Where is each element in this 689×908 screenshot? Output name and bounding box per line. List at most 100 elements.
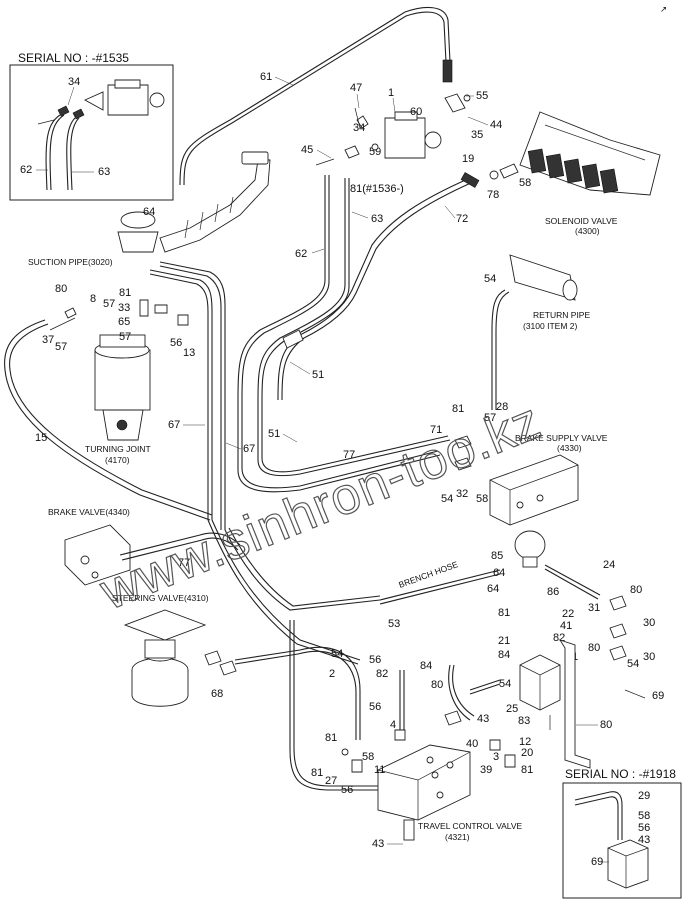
callout-54-brake: 54	[441, 493, 453, 505]
callout-57-brake: 57	[484, 412, 496, 424]
callout-59: 59	[369, 146, 381, 158]
corner-mark: ↗	[660, 4, 667, 14]
callout-57-tj3: 57	[119, 331, 131, 343]
callout-34-inset: 34	[68, 76, 80, 88]
callout-30-right-a: 30	[643, 617, 655, 629]
pipes-51: 51 51 77	[237, 361, 451, 493]
callout-81-left-a: 81	[325, 732, 337, 744]
callout-31-right: 31	[588, 602, 600, 614]
callout-85: 85	[491, 550, 503, 562]
callout-68: 84	[420, 660, 432, 672]
callout-80-mid: 80	[588, 642, 600, 654]
callout-72: 72	[456, 213, 468, 225]
callout-58-brake: 58	[476, 493, 488, 505]
callout-67-b: 67	[243, 443, 255, 455]
callout-54-right-b: 54	[627, 658, 639, 670]
callout-13: 13	[183, 347, 195, 359]
hose-15: 15	[4, 319, 213, 521]
steering-valve: STEERING VALVE(4310) 68	[112, 593, 237, 707]
callout-51-a: 51	[312, 369, 324, 381]
serial-label-top: SERIAL NO : -#1535	[18, 51, 129, 65]
travel-control-valve: TRAVEL CONTROL VALVE (4321) 43	[372, 744, 523, 850]
turning-joint-label: TURNING JOINT	[85, 444, 151, 454]
callout-56-bottom: 11	[374, 764, 385, 776]
callout-37: 37	[42, 334, 54, 346]
pipes-62-63-72: 63 72 62	[237, 172, 480, 401]
callout-56-lower: 39	[480, 764, 492, 776]
callout-29: 27	[325, 775, 337, 787]
suction-pipe: 64 SUCTION PIPE(3020)	[28, 151, 271, 267]
steering-valve-label: STEERING VALVE(4310)	[112, 593, 209, 603]
callout-80-lower: 56	[369, 701, 381, 713]
callout-82: 54	[331, 648, 343, 660]
callout-57-tj2: 57	[55, 341, 67, 353]
inset-serial-1535: SERIAL NO : -#1535 34 62 63	[9, 51, 174, 201]
callout-81-tj: 81	[119, 287, 131, 299]
serial-label-bottom: SERIAL NO : -#1918	[565, 767, 676, 781]
callout-81-1536: 81(#1536-)	[350, 183, 404, 195]
callout-81-brake: 81	[452, 403, 464, 415]
callout-65: 65	[118, 316, 130, 328]
brake-valve-label: BRAKE VALVE(4340)	[48, 507, 130, 517]
callout-30-right-b: 30	[643, 651, 655, 663]
central-fittings: 56 84 82 80 54 56 4 43 40 12 20 81 58 3 …	[311, 654, 533, 796]
callout-1: 1	[388, 87, 394, 99]
callout-45: 45	[301, 144, 313, 156]
turning-joint: 80 8 81 57 33 65 37 57 57 56 13 TURNING …	[42, 283, 195, 465]
callout-60: 60	[410, 106, 422, 118]
brake-supply-valve-label: BRAKE SUPPLY VALVE	[515, 433, 608, 443]
callout-54-inset: 43	[638, 834, 650, 846]
callout-3: 12	[519, 736, 531, 748]
return-pipe: 54 RETURN PIPE (3100 ITEM 2)	[484, 254, 590, 410]
callout-64-b: 64	[493, 567, 505, 579]
callout-39: 20	[521, 747, 533, 759]
callout-22: 22	[562, 608, 574, 620]
callout-80-center: 56	[369, 654, 381, 666]
callout-57-tj1: 57	[103, 298, 115, 310]
main-pump: 47 1 60 34 45 59 81(#1536-)	[301, 82, 442, 195]
callout-28: 28	[496, 401, 508, 413]
callout-12: 80	[600, 719, 612, 731]
callout-81-right: 81	[498, 607, 510, 619]
callout-80-tj: 80	[55, 283, 67, 295]
callout-84: 53	[388, 618, 400, 630]
callout-53: 41	[560, 620, 572, 632]
callout-44: 44	[490, 119, 502, 131]
solenoid-valve-label: SOLENOID VALVE	[545, 216, 618, 226]
callout-25: 54	[499, 678, 511, 690]
callout-62-main: 62	[295, 248, 307, 260]
watermark: www.sinhron-too.kz	[92, 392, 549, 622]
callout-77-b: 77	[178, 557, 190, 569]
callout-58-bottom: 56	[341, 784, 353, 796]
callout-80-right: 80	[630, 584, 642, 596]
callout-51-b: 51	[268, 428, 280, 440]
travel-control-valve-number: (4321)	[445, 832, 470, 842]
brake-valve: BRAKE VALVE(4340) 77	[48, 507, 241, 586]
callout-69-main: 2	[329, 668, 335, 680]
callout-19: 19	[462, 153, 474, 165]
callout-55: 55	[476, 90, 488, 102]
callout-54-return: 54	[484, 273, 496, 285]
callout-11: 81	[521, 764, 533, 776]
brake-supply-valve-number: (4330)	[557, 443, 582, 453]
solenoid-valve-number: (4300)	[575, 226, 600, 236]
right-fittings: 80 31 30 81 22 21 41 84 82 80 54 30 31	[498, 584, 655, 670]
pipe-61: 61	[179, 6, 453, 186]
callout-2: 82	[376, 668, 388, 680]
callout-32: 32	[456, 488, 468, 500]
callout-35: 35	[471, 129, 483, 141]
callout-54-right: 84	[498, 649, 510, 661]
callout-61: 61	[260, 71, 272, 83]
callout-20: 4	[390, 719, 396, 731]
callout-4-inset: 69	[591, 856, 603, 868]
callout-4-main: 25	[506, 703, 518, 715]
inset-serial-1918: SERIAL NO : -#1918 29 58 56 43 69	[562, 767, 682, 899]
callout-64-suction: 64	[143, 206, 155, 218]
callout-56-tj: 56	[170, 337, 182, 349]
callout-8: 8	[90, 293, 96, 305]
callout-40: 69	[652, 690, 664, 702]
travel-control-valve-label: TRAVEL CONTROL VALVE	[418, 821, 523, 831]
callout-43-tcv: 43	[372, 838, 384, 850]
accumulator: 85 24 86	[491, 530, 615, 600]
